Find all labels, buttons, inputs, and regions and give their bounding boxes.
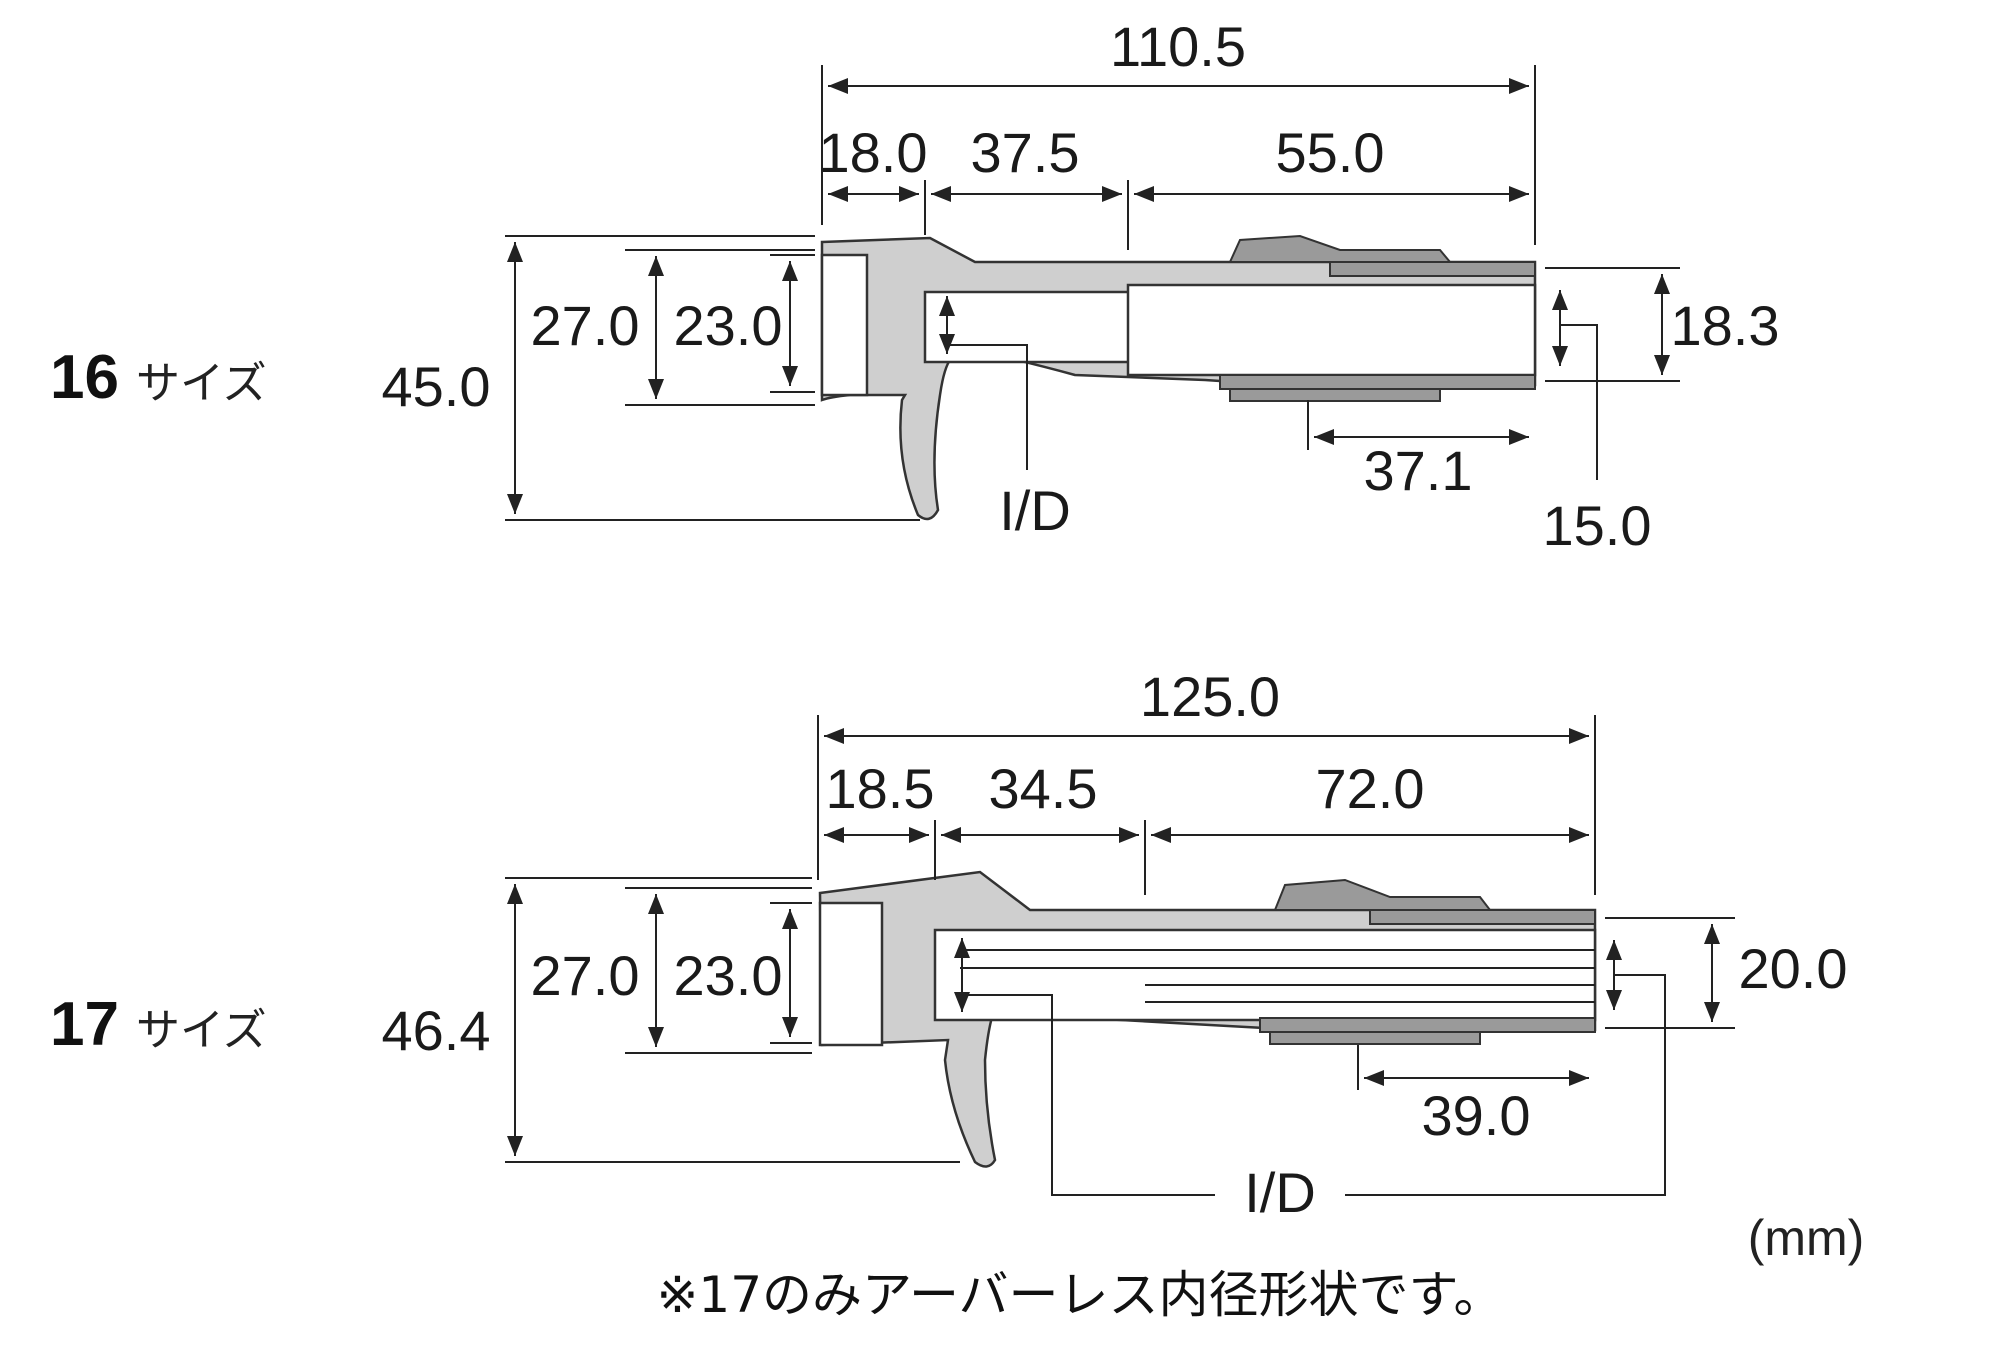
size17-hood-length: 39.0	[1422, 1084, 1531, 1147]
size17-seg3: 72.0	[1316, 757, 1425, 820]
size16-number: 16	[50, 343, 119, 412]
size17-height-total: 46.4	[382, 999, 491, 1062]
size16-tube-id: 15.0	[1543, 494, 1652, 557]
size17-front-ring	[818, 901, 884, 1047]
size16-front-ring	[820, 253, 869, 397]
unit-label: (mm)	[1748, 1210, 1865, 1266]
size17-number: 17	[50, 990, 119, 1059]
size16-word: サイズ	[136, 358, 267, 409]
size17-tube-od: 20.0	[1739, 937, 1848, 1000]
size17-drawing: 17 サイズ 125.0 18.5 34.5 72.0 46.4	[50, 665, 1848, 1224]
size16-id-label: I/D	[999, 479, 1071, 542]
size16-height-total: 45.0	[382, 355, 491, 418]
size16-tube-od: 18.3	[1671, 294, 1780, 357]
size16-seg1: 18.0	[819, 121, 928, 184]
size16-height-inner: 23.0	[674, 294, 783, 357]
size16-drawing: 16 サイズ 110.5 18.0 37.5 55.0 45.0	[50, 15, 1780, 557]
footnote: ※17のみアーバーレス内径形状です。	[656, 1266, 1503, 1324]
size16-hood-length: 37.1	[1364, 439, 1473, 502]
size16-hood-foot	[1229, 388, 1441, 402]
size17-id-label: I/D	[1244, 1161, 1316, 1224]
size17-bore	[933, 928, 1597, 1022]
size17-hood-clip	[1273, 878, 1493, 911]
size16-seg2: 37.5	[971, 121, 1080, 184]
size17-total-length: 125.0	[1140, 665, 1280, 728]
size16-thread-top	[1329, 261, 1536, 277]
size16-hood-clip	[1228, 234, 1453, 263]
size17-hood-foot	[1269, 1031, 1481, 1045]
size16-height-outer: 27.0	[531, 294, 640, 357]
size16-total-length: 110.5	[1110, 15, 1246, 78]
size17-seg2: 34.5	[989, 757, 1098, 820]
size17-thread-bottom	[1259, 1017, 1596, 1033]
size17-height-outer: 27.0	[531, 944, 640, 1007]
size17-seg1: 18.5	[826, 757, 935, 820]
size16-thread-bottom	[1219, 374, 1536, 390]
size16-hood-bore	[1126, 283, 1537, 377]
size16-seg3: 55.0	[1276, 121, 1385, 184]
size17-height-inner: 23.0	[674, 944, 783, 1007]
size17-thread-top	[1369, 909, 1596, 925]
size17-word: サイズ	[136, 1005, 267, 1056]
